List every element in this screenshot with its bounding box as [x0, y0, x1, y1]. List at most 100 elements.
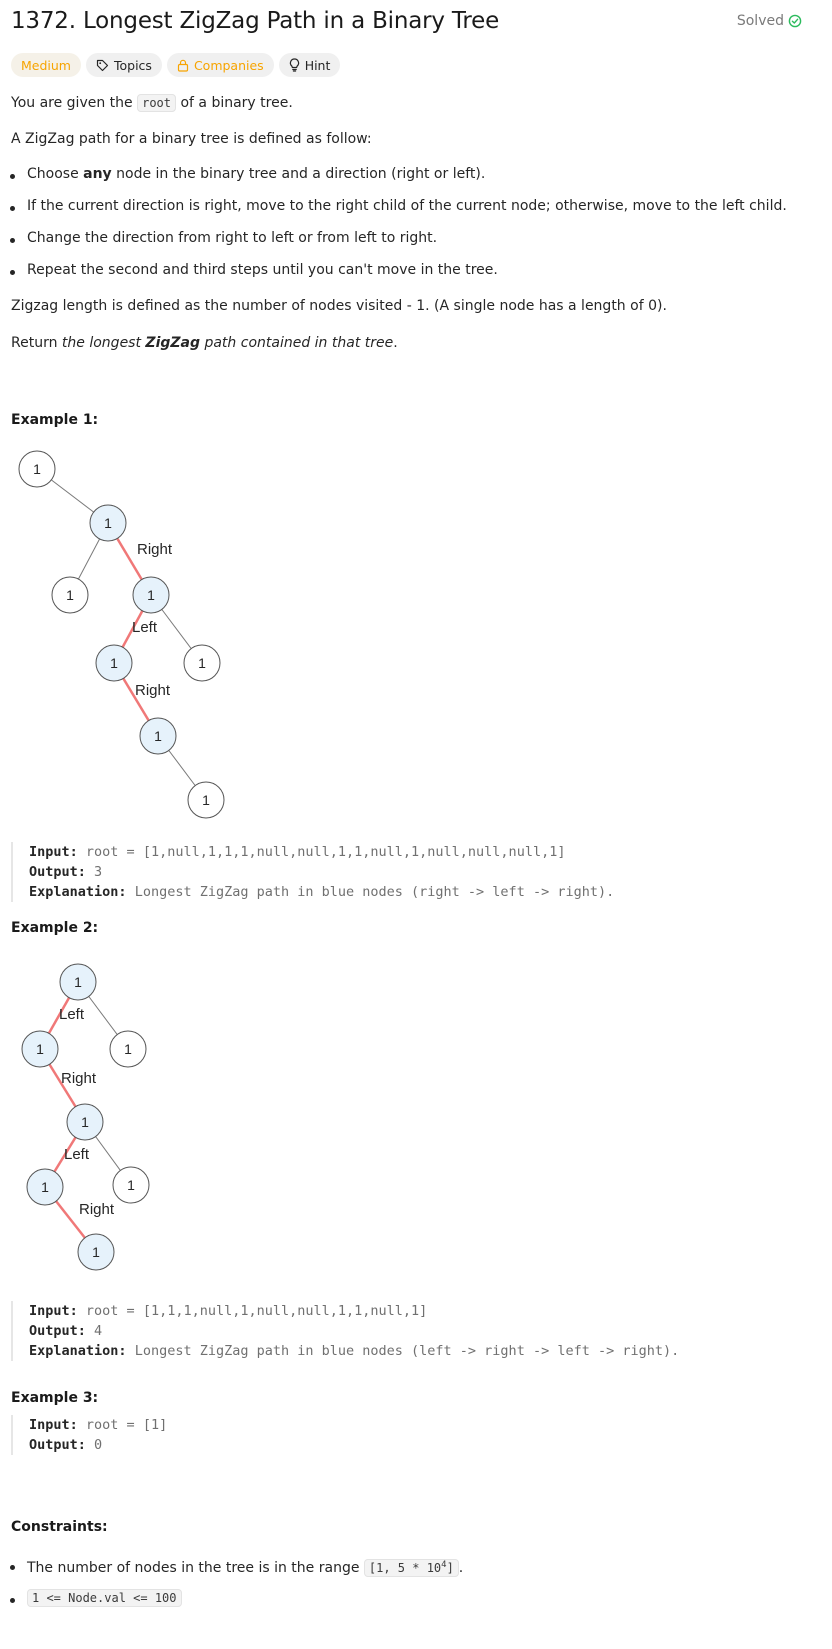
input-label: Input:: [29, 1303, 78, 1319]
output-label: Output:: [29, 1323, 86, 1339]
edge-label: Left: [132, 619, 158, 636]
tree-node-highlighted: 1: [66, 1103, 104, 1141]
explanation-label: Explanation:: [29, 884, 127, 900]
bullet-dot: [10, 174, 15, 179]
tree-node-highlighted: 1: [21, 1030, 59, 1068]
bullet-dot: [10, 270, 15, 275]
code-text: [1, 5 * 10: [368, 1561, 442, 1575]
edge-label: Left: [64, 1146, 90, 1163]
example-3-code-block: Input: root = [1] Output: 0: [11, 1415, 167, 1455]
node-value: 1: [198, 655, 206, 671]
bullet-dot: [10, 206, 15, 211]
node-value: 1: [36, 1041, 44, 1057]
tree-node-highlighted: 1: [95, 644, 133, 682]
lock-icon: [177, 59, 189, 72]
node-value: 1: [147, 587, 155, 603]
example-2-code-block: Input: root = [1,1,1,null,1,null,null,1,…: [11, 1301, 679, 1361]
output-value: 0: [94, 1437, 103, 1453]
bullet-dot: [10, 1565, 15, 1570]
problem-title: 1372. Longest ZigZag Path in a Binary Tr…: [11, 8, 500, 34]
inline-code-node-val: 1 <= Node.val <= 100: [27, 1589, 182, 1607]
explanation-value: Longest ZigZag path in blue nodes (right…: [134, 884, 615, 900]
input-value: root = [1,1,1,null,1,null,null,1,1,null,…: [85, 1303, 428, 1319]
node-value: 1: [202, 792, 210, 808]
text: Choose: [27, 166, 84, 182]
node-value: 1: [104, 515, 112, 531]
bold-italic-text: ZigZag: [145, 335, 201, 351]
node-value: 1: [154, 728, 162, 744]
node-value: 1: [74, 974, 82, 990]
example-2-tree-diagram: 1 1 1 1 1 1 1 Left Right Left Right: [21, 963, 150, 1271]
node-value: 1: [66, 587, 74, 603]
tree-node-highlighted: 1: [77, 1233, 115, 1271]
input-value: root = [1]: [85, 1417, 168, 1433]
tree-node: 1: [18, 450, 56, 488]
node-value: 1: [41, 1179, 49, 1195]
example-2-title: Example 2:: [11, 920, 99, 936]
text: Return: [11, 335, 62, 351]
tag-icon: [96, 59, 109, 72]
tree-node-highlighted: 1: [132, 576, 170, 614]
inline-code-range: [1, 5 * 104]: [363, 1559, 459, 1577]
edge-label: Right: [135, 682, 171, 699]
tree-node: 1: [183, 644, 221, 682]
difficulty-badge: Medium: [11, 53, 81, 77]
constraint-item: 1 <= Node.val <= 100: [27, 1588, 182, 1608]
text: The number of nodes in the tree is in th…: [27, 1560, 364, 1576]
solved-status: Solved: [737, 13, 802, 29]
companies-button[interactable]: Companies: [166, 53, 274, 77]
text: .: [393, 335, 398, 351]
italic-text: path contained in that tree: [200, 335, 394, 351]
constraint-item: The number of nodes in the tree is in th…: [27, 1555, 463, 1578]
description-paragraph-3: Zigzag length is defined as the number o…: [11, 298, 667, 314]
explanation-value: Longest ZigZag path in blue nodes (left …: [134, 1343, 680, 1359]
tree-node: 1: [109, 1030, 147, 1068]
node-value: 1: [127, 1177, 135, 1193]
tag-bar: Medium Topics Companies Hint: [11, 53, 341, 77]
companies-label: Companies: [193, 57, 264, 73]
tree-node-highlighted: 1: [139, 717, 177, 755]
topics-button[interactable]: Topics: [85, 53, 162, 77]
tree-node-highlighted: 1: [26, 1168, 64, 1206]
edge-label: Right: [79, 1201, 115, 1218]
tree-node: 1: [112, 1166, 150, 1204]
node-value: 1: [124, 1041, 132, 1057]
description-paragraph-4: Return the longest ZigZag path contained…: [11, 333, 398, 353]
description-paragraph-1: You are given the root of a binary tree.: [11, 93, 293, 113]
output-label: Output:: [29, 864, 86, 880]
output-value: 3: [94, 864, 103, 880]
topics-label: Topics: [113, 57, 152, 73]
italic-text: the longest: [61, 335, 146, 351]
list-item: Repeat the second and third steps until …: [27, 262, 498, 278]
description-paragraph-2: A ZigZag path for a binary tree is defin…: [11, 131, 372, 147]
input-label: Input:: [29, 1417, 78, 1433]
difficulty-label: Medium: [21, 57, 71, 73]
bullet-dot: [10, 1598, 15, 1603]
input-label: Input:: [29, 844, 78, 860]
output-label: Output:: [29, 1437, 86, 1453]
hint-button[interactable]: Hint: [278, 53, 341, 77]
explanation-label: Explanation:: [29, 1343, 127, 1359]
text: You are given the: [11, 95, 138, 111]
node-value: 1: [92, 1244, 100, 1260]
node-value: 1: [81, 1114, 89, 1130]
example-1-title: Example 1:: [11, 412, 99, 428]
tree-node-highlighted: 1: [89, 504, 127, 542]
list-item: Choose any node in the binary tree and a…: [27, 164, 485, 184]
example-1-code-block: Input: root = [1,null,1,1,1,null,null,1,…: [11, 842, 614, 902]
text: of a binary tree.: [176, 95, 293, 111]
edge-label: Left: [59, 1006, 85, 1023]
edge-label: Right: [137, 541, 173, 558]
output-value: 4: [94, 1323, 103, 1339]
tree-node: 1: [187, 781, 225, 819]
example-3-title: Example 3:: [11, 1390, 99, 1406]
node-value: 1: [33, 461, 41, 477]
inline-code-root: root: [137, 94, 177, 112]
example-1-tree-diagram: 1 1 1 1 1 1 1 1 Right Left Right: [18, 450, 225, 819]
hint-label: Hint: [304, 57, 331, 73]
superscript: 4: [441, 1560, 447, 1570]
solved-label: Solved: [736, 13, 784, 29]
node-value: 1: [110, 655, 118, 671]
text: node in the binary tree and a direction …: [111, 166, 486, 182]
